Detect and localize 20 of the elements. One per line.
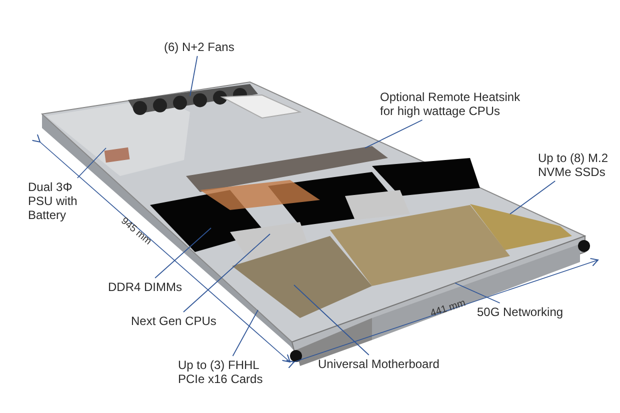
- callout-label: Up to (3) FHHL PCIe x16 Cards: [178, 358, 270, 386]
- callout-label: Dual 3Φ PSU with Battery: [28, 180, 83, 222]
- callout-label: Universal Motherboard: [318, 357, 440, 371]
- callout-label: 50G Networking: [477, 305, 564, 319]
- callout-label: (6) N+2 Fans: [164, 40, 234, 54]
- leader-line: [454, 282, 500, 304]
- leader-line: [76, 148, 106, 178]
- leader-line: [510, 180, 556, 214]
- leader-line: [183, 234, 270, 312]
- leader-line: [154, 228, 212, 278]
- callout-label: DDR4 DIMMs: [108, 280, 182, 294]
- callout-label: Up to (8) M.2 NVMe SSDs: [538, 151, 616, 179]
- leader-line: [364, 120, 423, 148]
- leader-line: [190, 56, 198, 96]
- leader-line: [294, 284, 370, 356]
- dimension-label: 945 mm: [118, 216, 154, 248]
- dimension-label: 441 mm: [429, 298, 467, 320]
- leader-line: [232, 310, 258, 356]
- callout-label: Optional Remote Heatsink for high wattage CPUs: [380, 90, 530, 118]
- callout-label: Next Gen CPUs: [131, 314, 216, 328]
